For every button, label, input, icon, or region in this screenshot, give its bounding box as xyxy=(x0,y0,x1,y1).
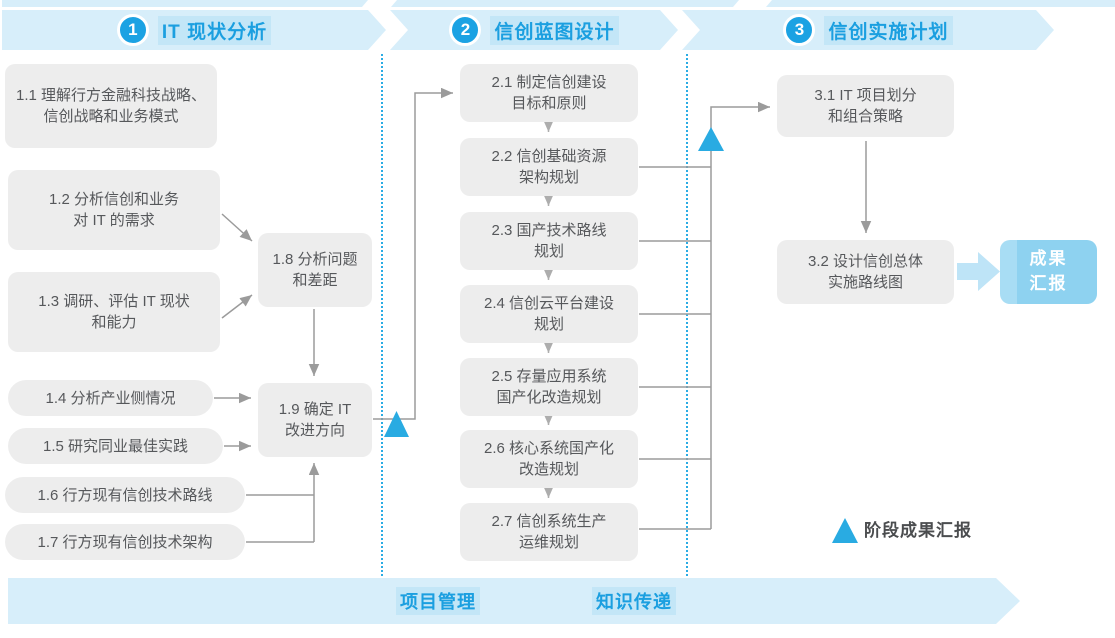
step-box-1-5: 1.5 研究同业最佳实践 xyxy=(8,428,223,464)
phase-number-badge-1: 1 xyxy=(117,14,149,46)
step-box-1-9: 1.9 确定 IT 改进方向 xyxy=(258,383,372,457)
milestone-triangle-2 xyxy=(698,127,724,151)
phase-number-badge-3: 3 xyxy=(783,14,815,46)
top-edge-strip-3 xyxy=(766,0,1115,7)
step-box-1-8: 1.8 分析问题 和差距 xyxy=(258,233,372,307)
step-box-2-3: 2.3 国产技术路线 规划 xyxy=(460,212,638,270)
step-box-2-7: 2.7 信创系统生产 运维规划 xyxy=(460,503,638,561)
step-box-2-5: 2.5 存量应用系统 国产化改造规划 xyxy=(460,358,638,416)
step-box-1-6: 1.6 行方现有信创技术路线 xyxy=(5,477,245,513)
footer-banner xyxy=(8,578,1020,624)
phase-title-3: 信创实施计划 xyxy=(824,16,952,45)
legend-label: 阶段成果汇报 xyxy=(864,521,972,540)
top-edge-strip-2 xyxy=(391,0,751,7)
footer-label-knowledge-transfer: 知识传递 xyxy=(592,578,676,624)
phase-banner-2: 2 信创蓝图设计 xyxy=(390,10,678,50)
step-box-2-6: 2.6 核心系统国产化 改造规划 xyxy=(460,430,638,488)
phase-divider-dotted-line-1 xyxy=(381,54,383,576)
result-report-box: 成果 汇报 xyxy=(1000,240,1097,304)
step-box-1-4: 1.4 分析产业侧情况 xyxy=(8,380,213,416)
phase-banner-3: 3 信创实施计划 xyxy=(682,10,1054,50)
step-box-1-1: 1.1 理解行方金融科技战略、 信创战略和业务模式 xyxy=(5,64,217,148)
step-box-2-1: 2.1 制定信创建设 目标和原则 xyxy=(460,64,638,122)
step-box-2-4: 2.4 信创云平台建设 规划 xyxy=(460,285,638,343)
step-box-3-1: 3.1 IT 项目划分 和组合策略 xyxy=(777,75,954,137)
phase-title-2: 信创蓝图设计 xyxy=(490,16,618,45)
phase-title-1: IT 现状分析 xyxy=(158,16,271,45)
milestone-triangle-1 xyxy=(384,411,409,437)
phase-divider-dotted-line-2 xyxy=(686,54,688,576)
step-box-1-3: 1.3 调研、评估 IT 现状 和能力 xyxy=(8,272,220,352)
footer-label-project-management: 项目管理 xyxy=(396,578,480,624)
legend-triangle-icon xyxy=(832,518,858,543)
phase-number-badge-2: 2 xyxy=(449,14,481,46)
step-box-3-2: 3.2 设计信创总体 实施路线图 xyxy=(777,240,954,304)
top-edge-strip-1 xyxy=(2,0,380,7)
phase-banner-1: 1 IT 现状分析 xyxy=(2,10,386,50)
step-box-1-2: 1.2 分析信创和业务 对 IT 的需求 xyxy=(8,170,220,250)
result-arrow-icon xyxy=(957,252,1000,291)
step-box-1-7: 1.7 行方现有信创技术架构 xyxy=(5,524,245,560)
step-box-2-2: 2.2 信创基础资源 架构规划 xyxy=(460,138,638,196)
